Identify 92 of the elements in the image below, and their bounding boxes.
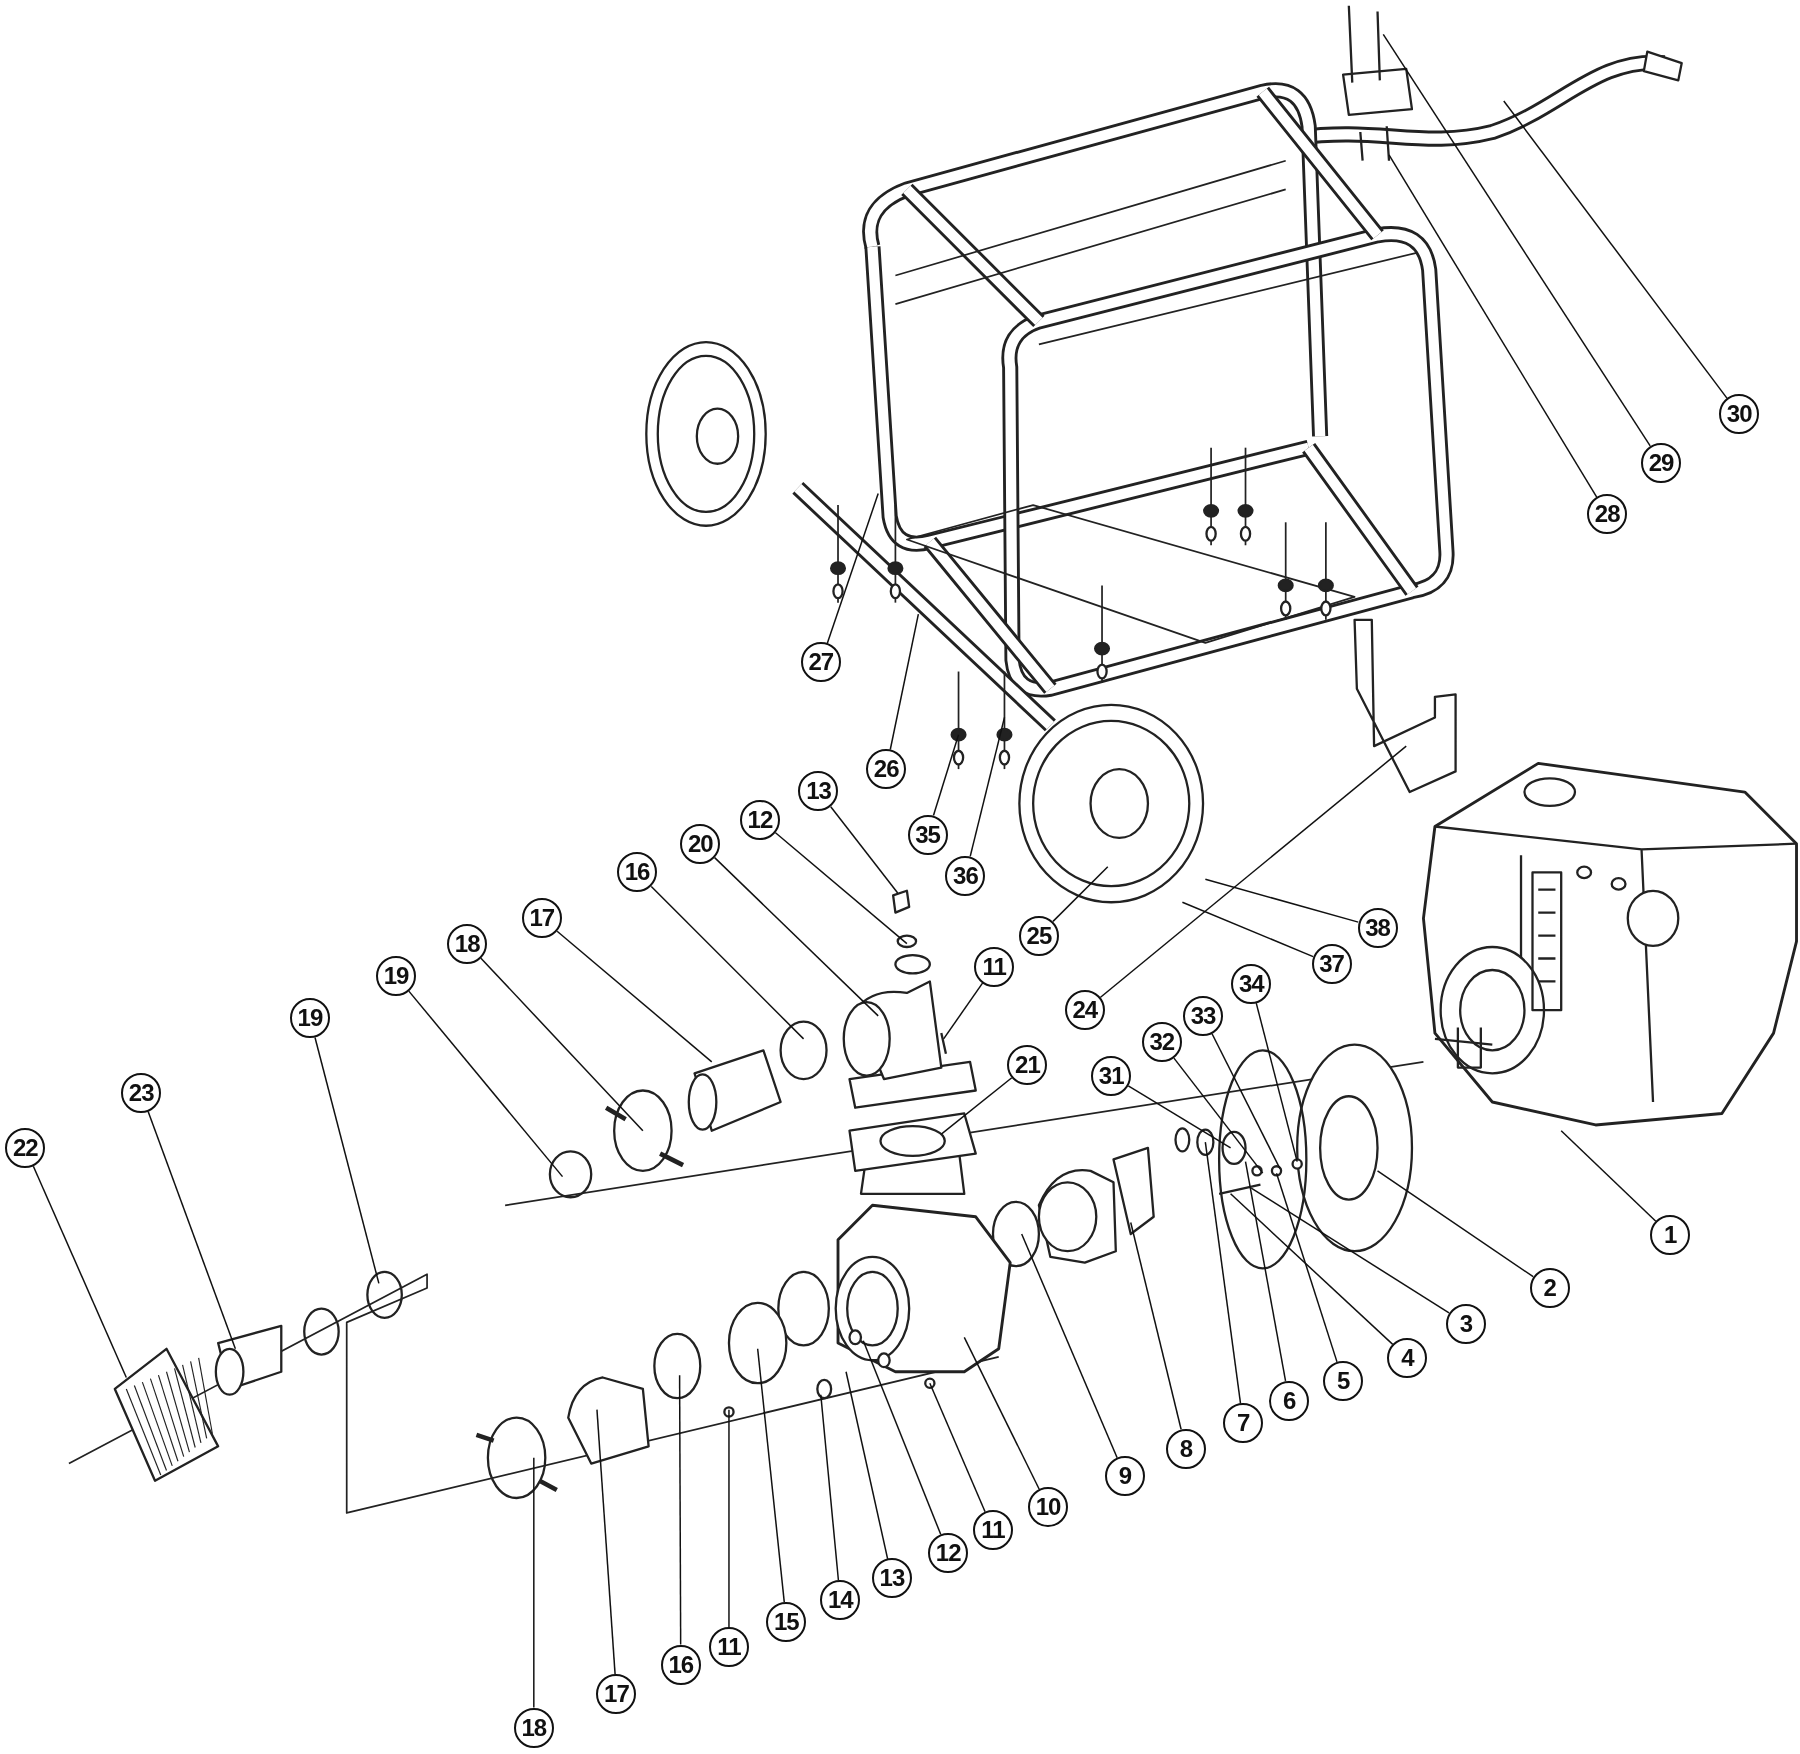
leader-line xyxy=(1204,878,1359,923)
leader-line xyxy=(1255,1002,1298,1163)
callout-number: 20 xyxy=(680,823,721,864)
leader-line xyxy=(929,1382,986,1513)
callout-number: 12 xyxy=(739,799,780,840)
leader-line xyxy=(1503,100,1728,400)
leader-line xyxy=(1099,745,1407,999)
callout-number: 19 xyxy=(289,998,330,1039)
leader-line xyxy=(1376,1170,1534,1278)
callout-number: 8 xyxy=(1165,1428,1206,1469)
callout-number: 14 xyxy=(820,1580,861,1621)
leader-line xyxy=(1130,1221,1182,1430)
leader-line xyxy=(826,492,879,645)
leader-line xyxy=(32,1165,128,1379)
leader-line xyxy=(1211,1033,1281,1170)
callout-number: 24 xyxy=(1064,990,1105,1031)
leader-line xyxy=(969,716,1006,858)
leader-line xyxy=(820,1393,840,1581)
leader-line xyxy=(1382,33,1651,447)
callout-number: 23 xyxy=(121,1072,162,1113)
callout-number: 35 xyxy=(907,814,948,855)
leader-line xyxy=(774,831,908,945)
callout-number: 29 xyxy=(1641,442,1682,483)
leader-line xyxy=(1229,1193,1394,1346)
leader-line xyxy=(942,982,984,1040)
leader-line xyxy=(728,1408,730,1628)
leader-line xyxy=(1181,901,1314,958)
callout-number: 32 xyxy=(1141,1022,1182,1063)
callout-number: 11 xyxy=(974,946,1015,987)
leader-line xyxy=(596,1408,616,1676)
callout-number: 38 xyxy=(1357,907,1398,948)
leader-line xyxy=(556,930,713,1063)
leader-line xyxy=(1388,154,1598,498)
leader-line xyxy=(963,1336,1040,1490)
callout-number: 12 xyxy=(928,1533,969,1574)
leader-line xyxy=(845,1371,889,1560)
leader-line xyxy=(889,613,920,751)
callout-number: 3 xyxy=(1445,1303,1486,1344)
leader-line xyxy=(1275,1172,1338,1363)
callout-number: 37 xyxy=(1311,944,1352,985)
leader-line xyxy=(1204,1141,1242,1405)
callout-number: 34 xyxy=(1231,963,1272,1004)
leader-line xyxy=(408,990,564,1178)
callout-number: 11 xyxy=(708,1627,749,1668)
callout-number: 5 xyxy=(1323,1361,1364,1401)
leader-line xyxy=(932,733,960,817)
callout-number: 17 xyxy=(521,898,562,939)
callout-number: 6 xyxy=(1269,1380,1310,1421)
callout-number: 11 xyxy=(973,1510,1013,1551)
leader-line xyxy=(713,856,879,1017)
callout-number: 31 xyxy=(1091,1055,1132,1096)
leader-line xyxy=(1250,1187,1450,1314)
callout-number: 28 xyxy=(1587,494,1628,535)
callout-number: 27 xyxy=(800,642,841,683)
leader-line xyxy=(650,885,805,1040)
callout-number: 13 xyxy=(871,1558,912,1599)
callout-number: 21 xyxy=(1007,1045,1048,1086)
leader-line xyxy=(1127,1085,1232,1149)
leader-line xyxy=(1560,1129,1657,1223)
leader-line xyxy=(862,1340,942,1536)
callout-number: 25 xyxy=(1018,915,1059,956)
callout-number: 2 xyxy=(1529,1268,1570,1308)
leader-line xyxy=(756,1348,785,1603)
leader-line xyxy=(1052,865,1109,923)
callout-number: 30 xyxy=(1719,394,1760,435)
callout-number: 13 xyxy=(798,770,839,811)
leader-line xyxy=(1173,1057,1264,1174)
leader-line xyxy=(1244,1160,1287,1382)
callout-number: 22 xyxy=(5,1127,46,1168)
callout-number: 4 xyxy=(1387,1338,1428,1379)
leader-line xyxy=(940,1077,1013,1135)
leader-line xyxy=(678,1374,682,1646)
callout-number: 18 xyxy=(447,923,488,964)
callout-number: 26 xyxy=(866,749,907,790)
callout-number: 36 xyxy=(945,855,986,896)
callout-number: 17 xyxy=(596,1674,637,1715)
callout-number: 10 xyxy=(1028,1487,1069,1528)
callout-number: 16 xyxy=(660,1644,701,1685)
leader-line xyxy=(147,1110,237,1350)
callout-number: 9 xyxy=(1105,1456,1145,1497)
callout-number: 1 xyxy=(1650,1215,1691,1256)
leader-line xyxy=(830,805,899,894)
leader-line xyxy=(533,1457,535,1709)
callout-number: 16 xyxy=(617,852,658,893)
leader-line xyxy=(314,1036,380,1285)
callout-number: 15 xyxy=(766,1602,807,1643)
callout-number: 7 xyxy=(1223,1403,1264,1444)
callout-number: 19 xyxy=(376,955,417,996)
leader-line xyxy=(1020,1233,1118,1459)
callout-number: 33 xyxy=(1183,995,1224,1036)
leader-line xyxy=(480,957,644,1132)
callout-number: 18 xyxy=(513,1707,554,1748)
